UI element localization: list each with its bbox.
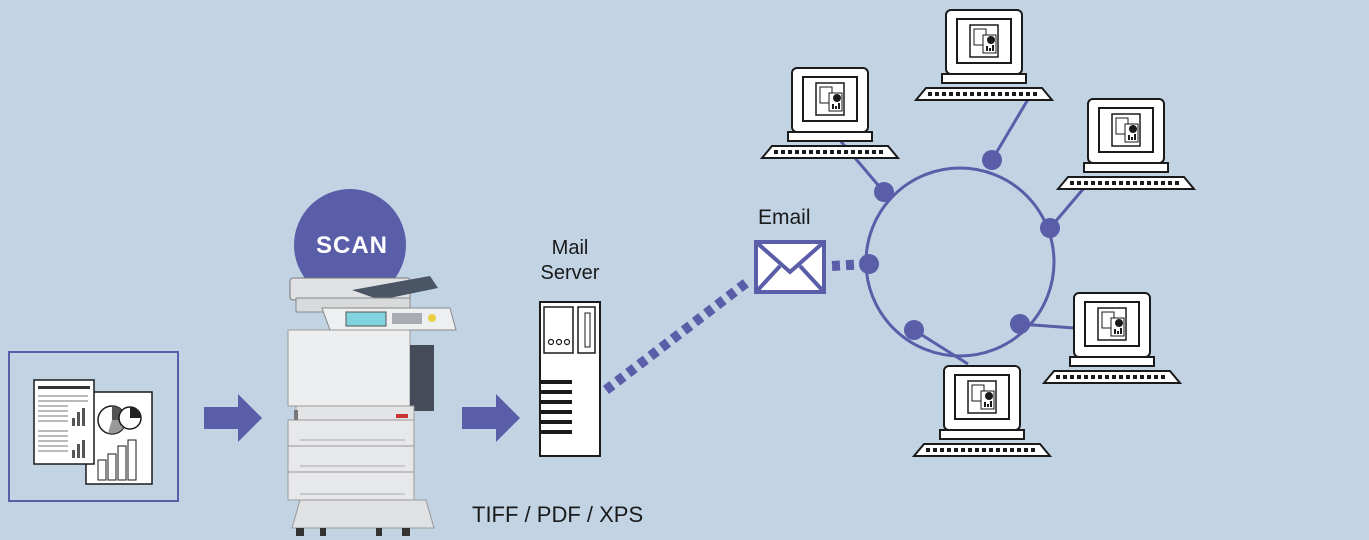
- documents-icon: [8, 351, 179, 502]
- computer-icon: [1056, 97, 1196, 191]
- mfp-printer-icon: [287, 276, 457, 536]
- mail-server-label-line2: Server: [540, 262, 600, 284]
- arrow-right-icon: [204, 394, 262, 442]
- dotted-connection: [602, 276, 754, 394]
- mail-server-icon: [539, 301, 601, 457]
- mail-server-label: Mail Server: [530, 236, 610, 286]
- scan-badge-label: SCAN: [316, 232, 389, 259]
- computer-icon: [1042, 291, 1182, 385]
- email-label: Email: [758, 206, 811, 229]
- computer-icon: [912, 364, 1052, 458]
- arrow-right-icon: [462, 394, 520, 442]
- mail-server-label-line1: Mail: [551, 237, 589, 259]
- scan-badge: [294, 189, 406, 301]
- computer-icon: [914, 8, 1054, 102]
- network-ring-icon: [836, 95, 1086, 366]
- file-formats-label: TIFF / PDF / XPS: [472, 502, 644, 527]
- computer-icon: [760, 66, 900, 160]
- envelope-icon: [754, 240, 826, 294]
